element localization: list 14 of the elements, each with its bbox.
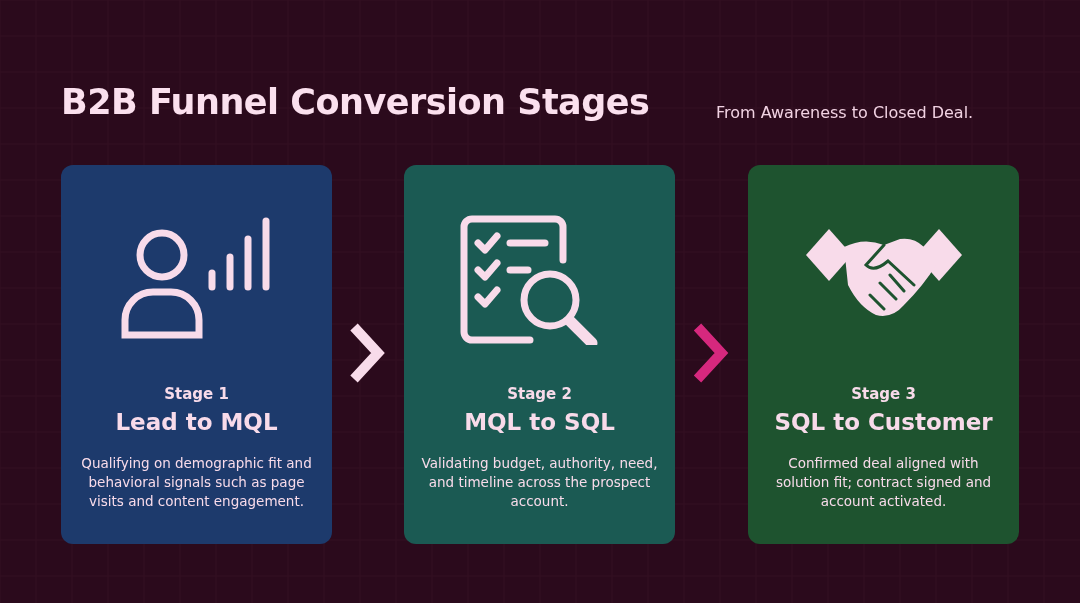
stage-number: Stage 1: [164, 385, 229, 403]
stage-description: Qualifying on demographic fit and behavioral signals such as page visits and content engagement.: [80, 454, 313, 511]
stage-card: [404, 165, 675, 544]
stage-card: [748, 165, 1019, 544]
stage-number: Stage 2: [507, 385, 572, 403]
stage-title: Lead to MQL: [115, 409, 278, 435]
stage-number: Stage 3: [851, 385, 916, 403]
stage-description: Confirmed deal aligned with solution fit; contract signed and account activated.: [774, 454, 993, 511]
title: B2B Funnel Conversion Stages: [61, 82, 650, 122]
stage-title: MQL to SQL: [464, 409, 615, 435]
stage-title: SQL to Customer: [774, 409, 993, 435]
stage-description: Validating budget, authority, need, and timeline across the prospect account.: [420, 454, 659, 511]
stage-card: [61, 165, 332, 544]
subtitle: From Awareness to Closed Deal.: [716, 103, 974, 122]
